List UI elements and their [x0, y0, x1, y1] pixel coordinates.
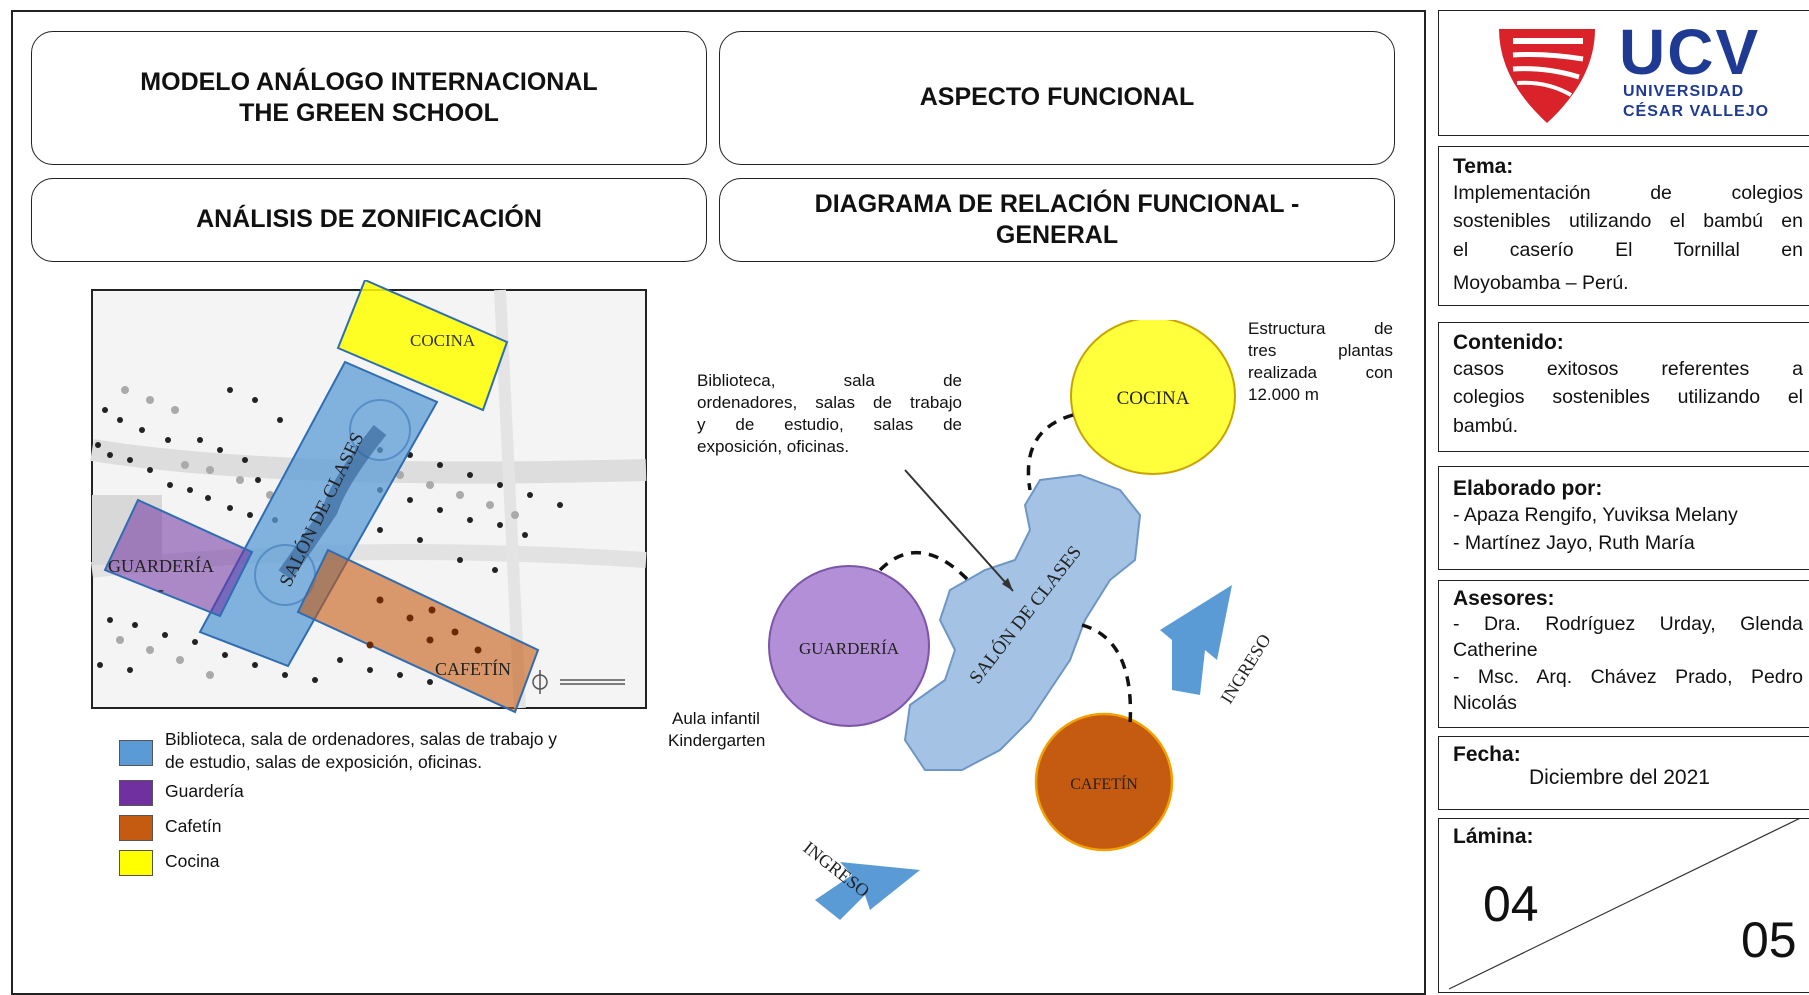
- note-line: ordenadores, salas de trabajo: [697, 393, 962, 413]
- note-line: Estructura de: [1248, 319, 1393, 338]
- tema-label: Tema:: [1453, 155, 1514, 178]
- tema-box: Tema: Implementación de colegios sosteni…: [1438, 146, 1809, 306]
- fecha-box: Fecha: Diciembre del 2021: [1438, 736, 1809, 810]
- logo-box: UCV UNIVERSIDAD CÉSAR VALLEJO: [1438, 10, 1809, 136]
- diagram-title-box: DIAGRAMA DE RELACIÓN FUNCIONAL - GENERAL: [719, 178, 1395, 262]
- legend-swatch: [119, 780, 153, 806]
- contenido-label: Contenido:: [1453, 331, 1564, 354]
- asesores-line: Catherine: [1453, 639, 1538, 662]
- asesores-box: Asesores: - Dra. Rodríguez Urday, Glenda…: [1438, 580, 1809, 728]
- note-line: Biblioteca, sala de: [697, 371, 962, 390]
- asesores-line: - Dra. Rodríguez Urday, Glenda: [1453, 613, 1803, 635]
- elaborado-label: Elaborado por:: [1453, 477, 1603, 500]
- tema-line: el caserío El Tornillal en: [1453, 238, 1803, 261]
- model-title-box: MODELO ANÁLOGO INTERNACIONAL THE GREEN SC…: [31, 31, 707, 165]
- contenido-line: colegios sostenibles utilizando el: [1453, 386, 1803, 409]
- zoning-plan: COCINA SALÓN DE CLASES GUARDERÍA - CAFET…: [90, 280, 647, 714]
- ingreso-arrow-left: [815, 862, 920, 920]
- legend-swatch: [119, 740, 153, 766]
- model-title-line2: THE GREEN SCHOOL: [239, 99, 499, 127]
- diagram-guarderia-circle: [768, 565, 930, 727]
- note-library: Biblioteca, sala de ordenadores, salas d…: [697, 370, 962, 458]
- elaborado-box: Elaborado por: - Apaza Rengifo, Yuviksa …: [1438, 466, 1809, 570]
- svg-text:-: -: [158, 579, 164, 599]
- diagram-label-guarderia: GUARDERÍA: [799, 639, 900, 658]
- legend-label: Guardería: [165, 781, 244, 801]
- tema-line: Moyobamba – Perú.: [1453, 271, 1629, 294]
- contenido-line: casos exitosos referentes a: [1453, 358, 1803, 380]
- elaborado-line: - Martínez Jayo, Ruth María: [1453, 532, 1695, 555]
- legend-swatch: [119, 850, 153, 876]
- legend-item-cocina: Cocina: [119, 850, 219, 876]
- legend-label: Cocina: [165, 851, 220, 871]
- contenido-line: bambú.: [1453, 414, 1519, 437]
- lamina-current: 04: [1483, 876, 1539, 932]
- diagram-cocina-circle: [1070, 320, 1236, 475]
- note-line: 12.000 m: [1248, 385, 1319, 405]
- note-kinder: Aula infantil Kindergarten: [668, 708, 765, 752]
- lamina-label: Lámina:: [1453, 825, 1534, 848]
- relationship-diagram: COCINA SALÓN DE CLASES GUARDERÍA CAFETÍN…: [768, 320, 1275, 920]
- diagram-salon-shape: [903, 473, 1142, 771]
- diagram-label-cocina: COCINA: [1117, 388, 1190, 409]
- legend-item-salon: Biblioteca, sala de ordenadores, salas d…: [119, 728, 557, 774]
- ingreso-label-right: INGRESO: [1216, 630, 1274, 707]
- diagram-label-cafetin: CAFETÍN: [1070, 774, 1138, 793]
- zoning-title-box: ANÁLISIS DE ZONIFICACIÓN: [31, 178, 707, 262]
- ucv-logo-sub1: UNIVERSIDAD: [1623, 83, 1745, 100]
- note-line: tres plantas: [1248, 341, 1393, 361]
- legend-item-cafetin: Cafetín: [119, 815, 221, 841]
- aspect-title-box: ASPECTO FUNCIONAL: [719, 31, 1395, 165]
- legend-label: Cafetín: [165, 816, 222, 836]
- contenido-box: Contenido: casos exitosos referentes a c…: [1438, 322, 1809, 452]
- zoning-title: ANÁLISIS DE ZONIFICACIÓN: [196, 205, 542, 234]
- legend-swatch: [119, 815, 153, 841]
- fecha-value: Diciembre del 2021: [1529, 766, 1710, 789]
- note-line: Kindergarten: [668, 731, 766, 751]
- legend-label-line1: Biblioteca, sala de ordenadores, salas d…: [165, 729, 558, 749]
- ucv-logo-text: UCV: [1619, 16, 1761, 88]
- model-title-line1: MODELO ANÁLOGO INTERNACIONAL: [140, 67, 598, 96]
- ingreso-arrow-right: [1160, 585, 1232, 695]
- note-line: y de estudio, salas de: [697, 415, 962, 435]
- note-structure: Estructura de tres plantas realizada con…: [1248, 318, 1393, 406]
- note-line: realizada con: [1248, 363, 1393, 383]
- zoning-label-cocina: COCINA: [410, 331, 476, 350]
- diagram-cafetin-circle: [1034, 712, 1174, 852]
- zoning-label-cafetin: CAFETÍN: [435, 658, 511, 679]
- tema-line: Implementación de colegios: [1453, 182, 1803, 204]
- ucv-logo-icon: [1499, 29, 1595, 123]
- lamina-box: Lámina: 04 05: [1438, 818, 1809, 993]
- asesores-line: Nicolás: [1453, 691, 1517, 714]
- legend-label-line2: de estudio, salas de exposición, oficina…: [165, 751, 483, 772]
- elaborado-line: - Apaza Rengifo, Yuviksa Melany: [1453, 504, 1738, 526]
- fecha-label: Fecha:: [1453, 743, 1521, 766]
- lamina-diagonal: [1448, 819, 1800, 990]
- asesores-line: - Msc. Arq. Chávez Prado, Pedro: [1453, 665, 1803, 688]
- legend-item-guarderia: Guardería: [119, 780, 244, 806]
- lamina-total: 05: [1741, 912, 1797, 968]
- tema-line: sostenibles utilizando el bambú en: [1453, 210, 1803, 233]
- ucv-logo-sub2: CÉSAR VALLEJO: [1623, 103, 1770, 120]
- note-line: Aula infantil: [672, 709, 760, 728]
- asesores-label: Asesores:: [1453, 587, 1555, 610]
- diagram-title-line2: GENERAL: [995, 221, 1119, 249]
- note-line: exposición, oficinas.: [697, 437, 850, 457]
- aspect-title: ASPECTO FUNCIONAL: [919, 83, 1195, 112]
- diagram-title-line1: DIAGRAMA DE RELACIÓN FUNCIONAL -: [814, 189, 1300, 218]
- zoning-label-guarderia: GUARDERÍA: [108, 555, 214, 576]
